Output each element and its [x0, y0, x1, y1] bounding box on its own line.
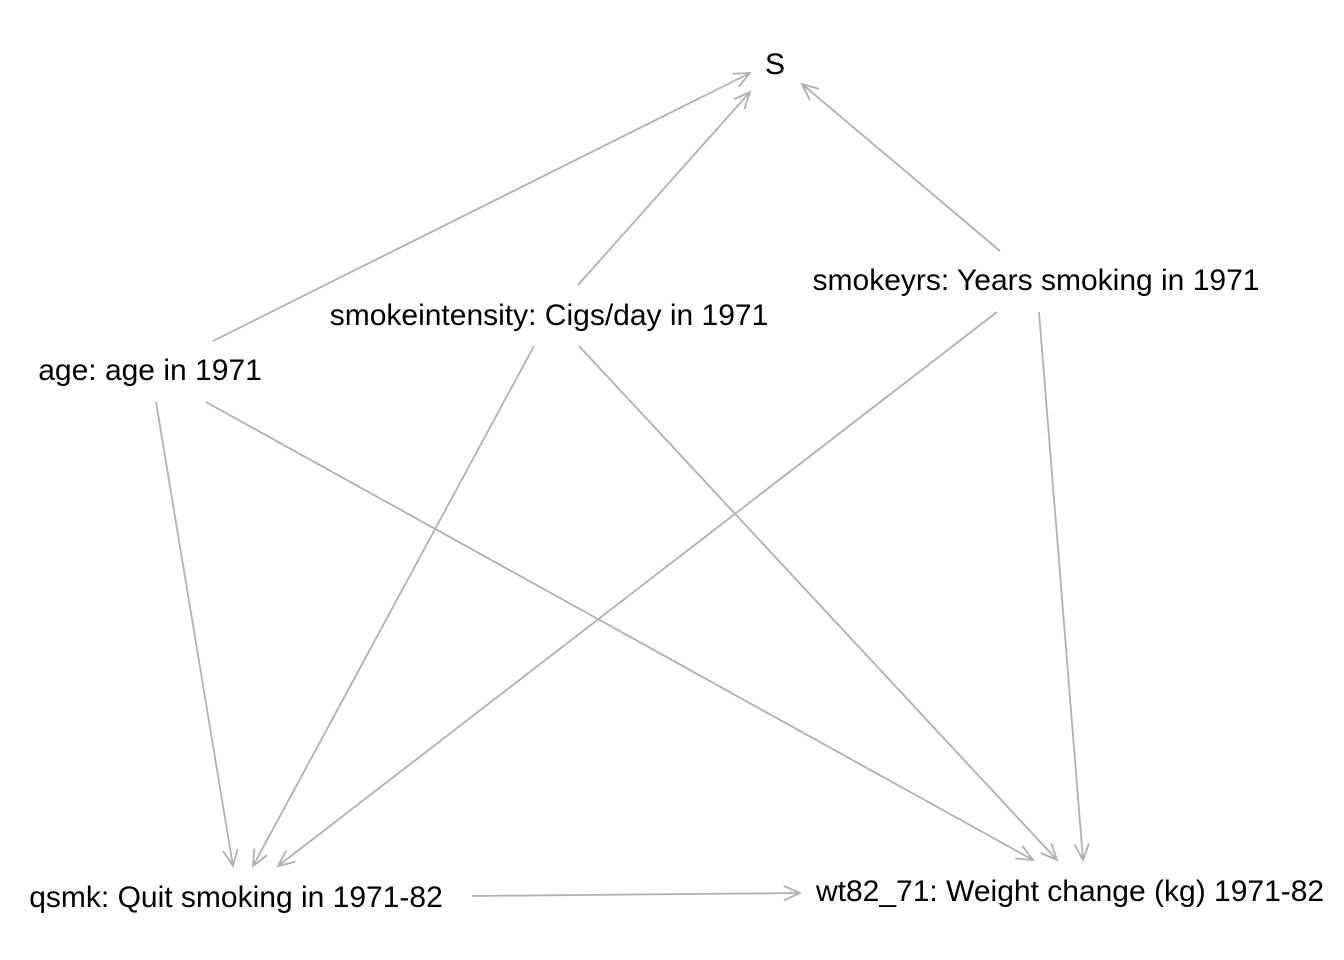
arrowhead-icon: [276, 850, 296, 868]
edge-line: [577, 91, 751, 286]
edge-line: [252, 345, 535, 867]
edge-smokeintensity-to-wt82_71: [578, 345, 1059, 862]
node-smokeyrs: smokeyrs: Years smoking in 1971: [813, 264, 1260, 297]
arrowhead-icon: [251, 848, 268, 868]
node-qsmk: qsmk: Quit smoking in 1971-82: [29, 881, 443, 914]
arrowhead-icon: [732, 72, 752, 88]
edge-line: [1038, 311, 1084, 861]
edge-line: [155, 401, 234, 867]
nodes-layer: S smokeyrs: Years smoking in 1971 smokei…: [29, 48, 1324, 914]
edge-line: [277, 311, 998, 867]
node-s: S: [765, 48, 785, 81]
arrowhead-icon: [733, 90, 752, 110]
arrowhead-icon: [222, 848, 239, 869]
arrowhead-icon: [1040, 843, 1059, 862]
edge-line: [471, 892, 801, 897]
edge-smokeyrs-to-wt82_71: [1038, 311, 1090, 863]
arrowhead-icon: [800, 82, 820, 101]
node-age: age: age in 1971: [38, 354, 262, 387]
arrowhead-icon: [1015, 845, 1035, 862]
edge-age-to-wt82_71: [205, 401, 1035, 862]
edge-smokeintensity-to-S: [577, 90, 752, 286]
edge-smokeintensity-to-qsmk: [251, 345, 535, 868]
edge-line: [212, 72, 751, 342]
edge-smokeyrs-to-qsmk: [276, 311, 998, 868]
edge-age-to-S: [212, 72, 752, 342]
node-smokeintensity: smokeintensity: Cigs/day in 1971: [330, 299, 769, 332]
arrowhead-icon: [783, 885, 803, 901]
arrowhead-icon: [1073, 843, 1090, 863]
edge-smokeyrs-to-S: [800, 82, 1001, 252]
edge-qsmk-to-wt82_71: [471, 885, 803, 901]
edge-age-to-qsmk: [155, 401, 239, 869]
edge-line: [801, 83, 1001, 252]
edge-line: [578, 345, 1058, 861]
edges-layer: [155, 72, 1090, 901]
node-wt82-71: wt82_71: Weight change (kg) 1971-82: [815, 875, 1324, 908]
edge-line: [205, 401, 1034, 861]
